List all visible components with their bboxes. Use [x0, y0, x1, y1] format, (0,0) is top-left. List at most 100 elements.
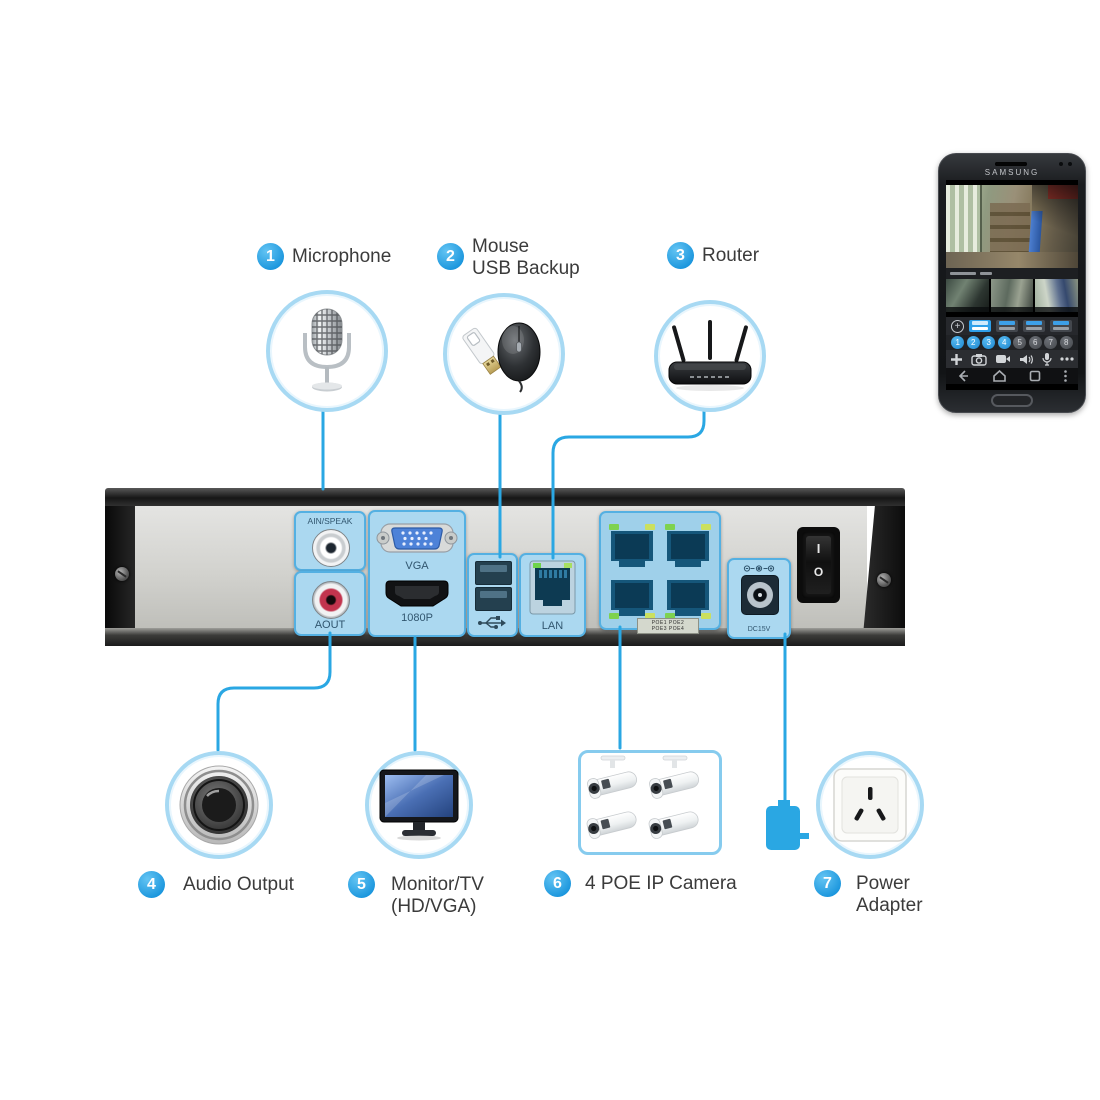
app-mode-button-1 [969, 320, 991, 332]
app-mode-button-2 [996, 320, 1018, 332]
hdmi-connector-icon [385, 580, 449, 607]
aout-label: AOUT [314, 619, 346, 631]
badge-7-number: 7 [823, 874, 832, 892]
power-switch: I O [797, 527, 840, 603]
ip-camera-icon-4 [648, 811, 699, 839]
aout-port: AOUT [294, 571, 366, 636]
poe-label-row1: POE1 POE2 [651, 620, 685, 626]
phone-screen: + 1 2 3 4 5 6 7 8 [946, 180, 1078, 390]
phone-brand: SAMSUNG [984, 168, 1040, 177]
phone-speaker [995, 162, 1027, 166]
ain-speak-label: AIN/SPEAK [307, 516, 353, 526]
plus-icon [951, 353, 962, 365]
left-screw [115, 567, 129, 581]
channel-button-7: 7 [1044, 336, 1058, 349]
poe-camera-box [578, 750, 722, 855]
poe-ports [599, 511, 721, 630]
microphone-icon [303, 308, 351, 392]
usb-symbol-icon [478, 616, 506, 629]
right-screw [877, 573, 891, 587]
speaker-audio-icon [1020, 354, 1033, 364]
poe-label-row2: POE3 POE4 [651, 626, 685, 632]
label-monitor: Monitor/TV (HD/VGA) [391, 874, 484, 918]
channel-button-1: 1 [951, 336, 965, 349]
lan-port: LAN [519, 553, 586, 637]
badge-3: 3 [667, 242, 694, 269]
android-back-icon [959, 370, 969, 382]
app-mode-button-4 [1050, 320, 1072, 332]
label-mouse-usb: Mouse USB Backup [472, 236, 580, 280]
usb-stick-icon [462, 327, 502, 375]
switch-off-mark: O [813, 565, 824, 579]
wall-socket-icon [833, 768, 907, 842]
lan-label: LAN [541, 620, 564, 632]
ip-camera-icon-1 [587, 755, 638, 799]
record-video-icon [996, 355, 1010, 363]
power-adapter-icon [766, 800, 809, 850]
poe-rj45-grid-icon [609, 524, 711, 619]
ain-speak-jack [312, 529, 350, 567]
badge-2: 2 [437, 243, 464, 270]
channel-button-3: 3 [982, 336, 996, 349]
label-monitor-line1: Monitor/TV [391, 874, 484, 895]
android-recents-icon [1029, 370, 1041, 382]
phone-thumb-2 [990, 279, 1034, 312]
badge-4: 4 [138, 871, 165, 898]
label-mouse: Mouse [472, 236, 530, 257]
label-microphone: Microphone [292, 246, 392, 267]
phone-home-button [991, 394, 1033, 407]
label-usb-backup: USB Backup [472, 258, 580, 279]
phone-sensor-dot [1068, 162, 1072, 166]
monitor-icon [379, 769, 459, 841]
badge-1-number: 1 [266, 247, 275, 265]
phone-main-camera-view [946, 185, 1078, 268]
channel-button-8: 8 [1059, 336, 1073, 349]
hdmi-label: 1080P [401, 612, 433, 624]
label-poe-camera: 4 POE IP Camera [585, 873, 737, 894]
phone-camera-dot [1059, 162, 1063, 166]
speaker-icon [179, 765, 259, 845]
add-device-button: + [951, 319, 964, 333]
router-icon [668, 320, 752, 391]
dc-power-port: DC15V [727, 558, 791, 639]
vga-connector-icon [376, 523, 458, 553]
badge-2-number: 2 [446, 247, 455, 265]
usb-ports [467, 553, 518, 637]
mouse-usb-icon [462, 322, 541, 393]
badge-1: 1 [257, 243, 284, 270]
mouse-usb-circle [443, 293, 565, 415]
channel-button-6: 6 [1028, 336, 1042, 349]
usb-port-1 [475, 561, 512, 585]
label-power-adapter: Power Adapter [856, 873, 923, 917]
label-monitor-line2: (HD/VGA) [391, 896, 477, 917]
vga-hdmi-port-group: VGA 1080P [368, 510, 466, 637]
wall-socket-circle [816, 751, 924, 859]
app-mode-button-3 [1023, 320, 1045, 332]
smartphone: SAMSUNG + [938, 153, 1086, 413]
badge-7: 7 [814, 870, 841, 897]
more-options-icon [1060, 357, 1074, 361]
poe-label-plate: POE1 POE2 POE3 POE4 [637, 618, 699, 634]
channel-button-2: 2 [966, 336, 980, 349]
badge-5: 5 [348, 871, 375, 898]
mic-talk-icon [1042, 353, 1052, 366]
phone-thumb-1 [946, 279, 989, 312]
line-aout-speaker [216, 631, 332, 752]
phone-app-toolbar [946, 350, 1078, 368]
switch-on-mark: I [816, 541, 821, 556]
channel-button-4: 4 [997, 336, 1011, 349]
ip-camera-icon-3 [586, 811, 637, 839]
lan-rj45-icon [529, 560, 576, 615]
vga-label: VGA [405, 560, 429, 572]
label-audio-output: Audio Output [183, 874, 294, 895]
ip-camera-icon-2 [649, 755, 700, 799]
dc-label: DC15V [747, 626, 771, 633]
badge-6: 6 [544, 870, 571, 897]
phone-channel-buttons: 1 2 3 4 5 6 7 8 [946, 335, 1078, 350]
monitor-circle [365, 751, 473, 859]
polarity-icon [743, 565, 775, 572]
snapshot-camera-icon [971, 353, 987, 366]
usb-port-2 [475, 587, 512, 611]
nvr-rear-panel: AIN/SPEAK AOUT VGA [105, 488, 905, 646]
